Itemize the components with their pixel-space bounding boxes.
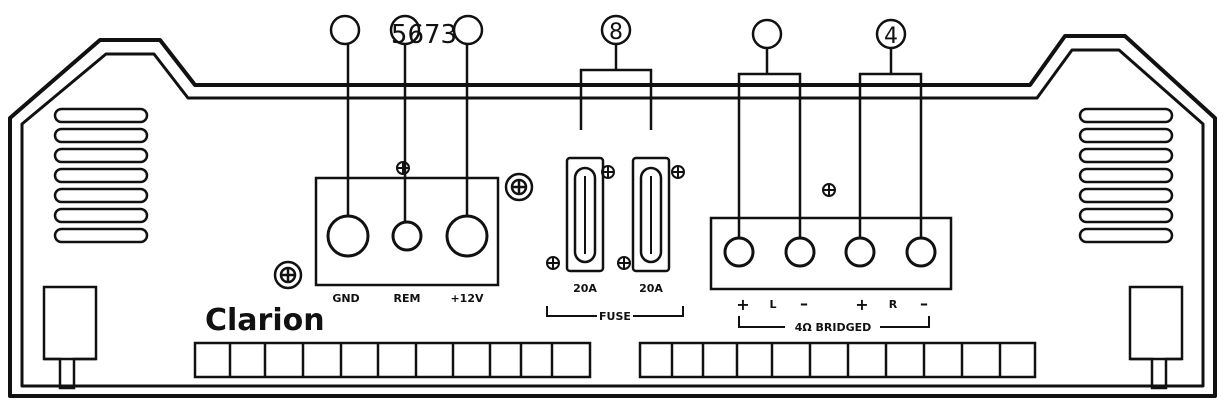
- right-mounting-foot: [1128, 285, 1184, 390]
- speaker-terminal-block: [709, 216, 953, 291]
- fuse-b: [631, 156, 671, 273]
- left-mounting-foot: [42, 285, 98, 390]
- callout-circle: [452, 14, 484, 46]
- screw-icon: [504, 172, 534, 202]
- fuse-callout: [579, 14, 653, 130]
- right-vent-slots: [1078, 107, 1174, 244]
- vent-slot: [1078, 227, 1174, 244]
- power-terminal-block: [314, 176, 500, 287]
- fuse-a: [565, 156, 605, 273]
- speaker-callout-number: 4: [884, 24, 898, 49]
- bridged-caption-bracket: [738, 316, 930, 328]
- chassis-outline: [8, 34, 1217, 398]
- fuse-caption-bracket: [546, 306, 684, 317]
- callout-circle: [751, 18, 783, 50]
- plus12v-terminal: [445, 214, 489, 258]
- speaker-callouts: [737, 18, 923, 238]
- power-terminal-housing: [314, 176, 500, 287]
- right-minus-terminal: [905, 236, 937, 268]
- bridged-caption: 4Ω BRIDGED: [795, 321, 872, 334]
- vent-slot: [1078, 127, 1174, 144]
- vent-slot: [53, 167, 149, 184]
- vent-slot: [53, 127, 149, 144]
- power-callouts: [329, 14, 484, 222]
- mounting-screws: [273, 161, 836, 290]
- right-channel-label: R: [889, 298, 898, 311]
- left-vent-slots: [53, 107, 149, 244]
- vent-slot: [53, 107, 149, 124]
- screw-icon: [396, 161, 410, 175]
- callout-circle: [329, 14, 361, 46]
- gnd-label: GND: [332, 292, 359, 305]
- vent-slot: [1078, 107, 1174, 124]
- right-plus-terminal: [844, 236, 876, 268]
- vent-slot: [1078, 167, 1174, 184]
- chassis-inner-edge: [20, 48, 1205, 388]
- screw-icon: [273, 260, 303, 290]
- vent-slot: [53, 187, 149, 204]
- screw-icon: [822, 183, 836, 197]
- fuse-caption: FUSE: [599, 310, 631, 323]
- left-minus-label: –: [800, 294, 808, 313]
- left-minus-terminal: [784, 236, 816, 268]
- brand-logo: Clarion: [205, 303, 325, 338]
- vent-slot: [1078, 147, 1174, 164]
- fuse-holders: [565, 156, 671, 273]
- rem-label: REM: [394, 292, 421, 305]
- fuse-b-rating: 20A: [639, 282, 663, 295]
- left-heatsink-bar: [193, 341, 592, 379]
- speaker-terminal-housing: [709, 216, 953, 291]
- callout-overlap-number: 5673: [391, 20, 457, 50]
- vent-slot: [53, 227, 149, 244]
- screw-icon: [546, 256, 560, 270]
- gnd-terminal: [326, 214, 370, 258]
- chassis-outer-edge: [8, 34, 1217, 398]
- right-heatsink-bar: [638, 341, 1037, 379]
- rem-terminal: [391, 220, 423, 252]
- vent-slot: [1078, 187, 1174, 204]
- right-plus-label: +: [855, 295, 868, 314]
- screw-icon: [617, 256, 631, 270]
- vent-slot: [1078, 207, 1174, 224]
- screw-icon: [671, 165, 685, 179]
- plus12v-label: +12V: [450, 292, 484, 305]
- left-plus-terminal: [723, 236, 755, 268]
- left-channel-label: L: [769, 298, 776, 311]
- left-plus-label: +: [736, 295, 749, 314]
- fuse-a-rating: 20A: [573, 282, 597, 295]
- vent-slot: [53, 147, 149, 164]
- vent-slot: [53, 207, 149, 224]
- fuse-callout-number: 8: [609, 20, 623, 45]
- right-minus-label: –: [920, 294, 928, 313]
